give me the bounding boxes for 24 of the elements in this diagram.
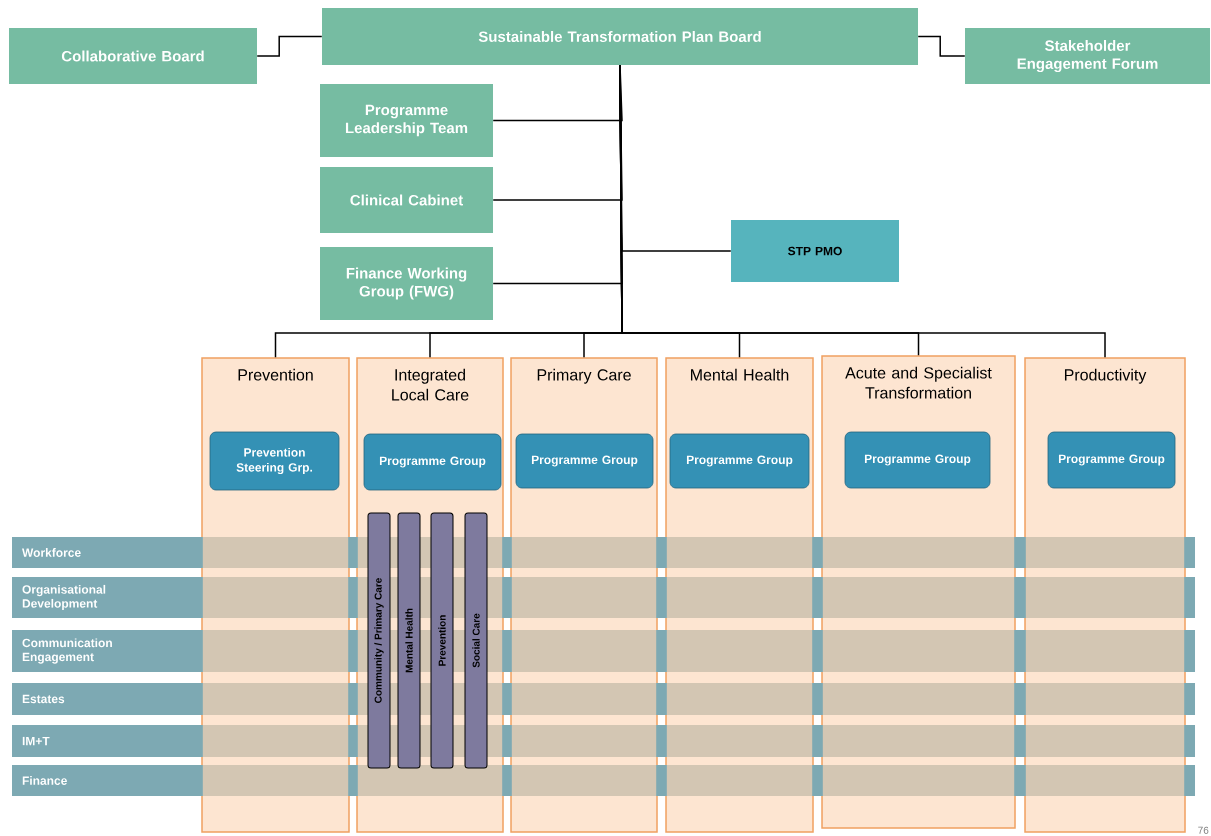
group-box: Programme Group bbox=[1047, 431, 1176, 489]
board-box: Collaborative Board bbox=[9, 28, 257, 84]
office-box: STP PMO bbox=[731, 220, 899, 282]
group-box: Programme Group bbox=[844, 431, 991, 489]
subgroup-bar: Community / Primary Care bbox=[367, 512, 391, 769]
enabler-band: IM+T bbox=[12, 725, 1195, 757]
enabler-band: Finance bbox=[12, 765, 1195, 796]
subgroup-bar: Mental Health bbox=[397, 512, 421, 769]
group-box: Programme Group bbox=[669, 433, 810, 489]
connector-line bbox=[619, 64, 1106, 358]
board-box: Sustainable Transformation Plan Board bbox=[322, 8, 918, 65]
subgroup-bar: Prevention bbox=[430, 512, 454, 769]
group-box: Prevention Steering Grp. bbox=[209, 431, 340, 491]
board-box: Clinical Cabinet bbox=[320, 167, 493, 233]
connector-line bbox=[917, 35, 966, 57]
board-box: Programme Leadership Team bbox=[320, 84, 493, 157]
group-box: Programme Group bbox=[363, 433, 502, 491]
board-box: Finance Working Group (FWG) bbox=[320, 247, 493, 320]
group-box: Programme Group bbox=[515, 433, 654, 489]
subgroup-bar: Social Care bbox=[464, 512, 488, 769]
page-number: 76 bbox=[1198, 826, 1209, 834]
connector-line bbox=[256, 35, 323, 57]
board-box: Stakeholder Engagement Forum bbox=[965, 28, 1210, 84]
enabler-band: Workforce bbox=[12, 537, 1195, 568]
